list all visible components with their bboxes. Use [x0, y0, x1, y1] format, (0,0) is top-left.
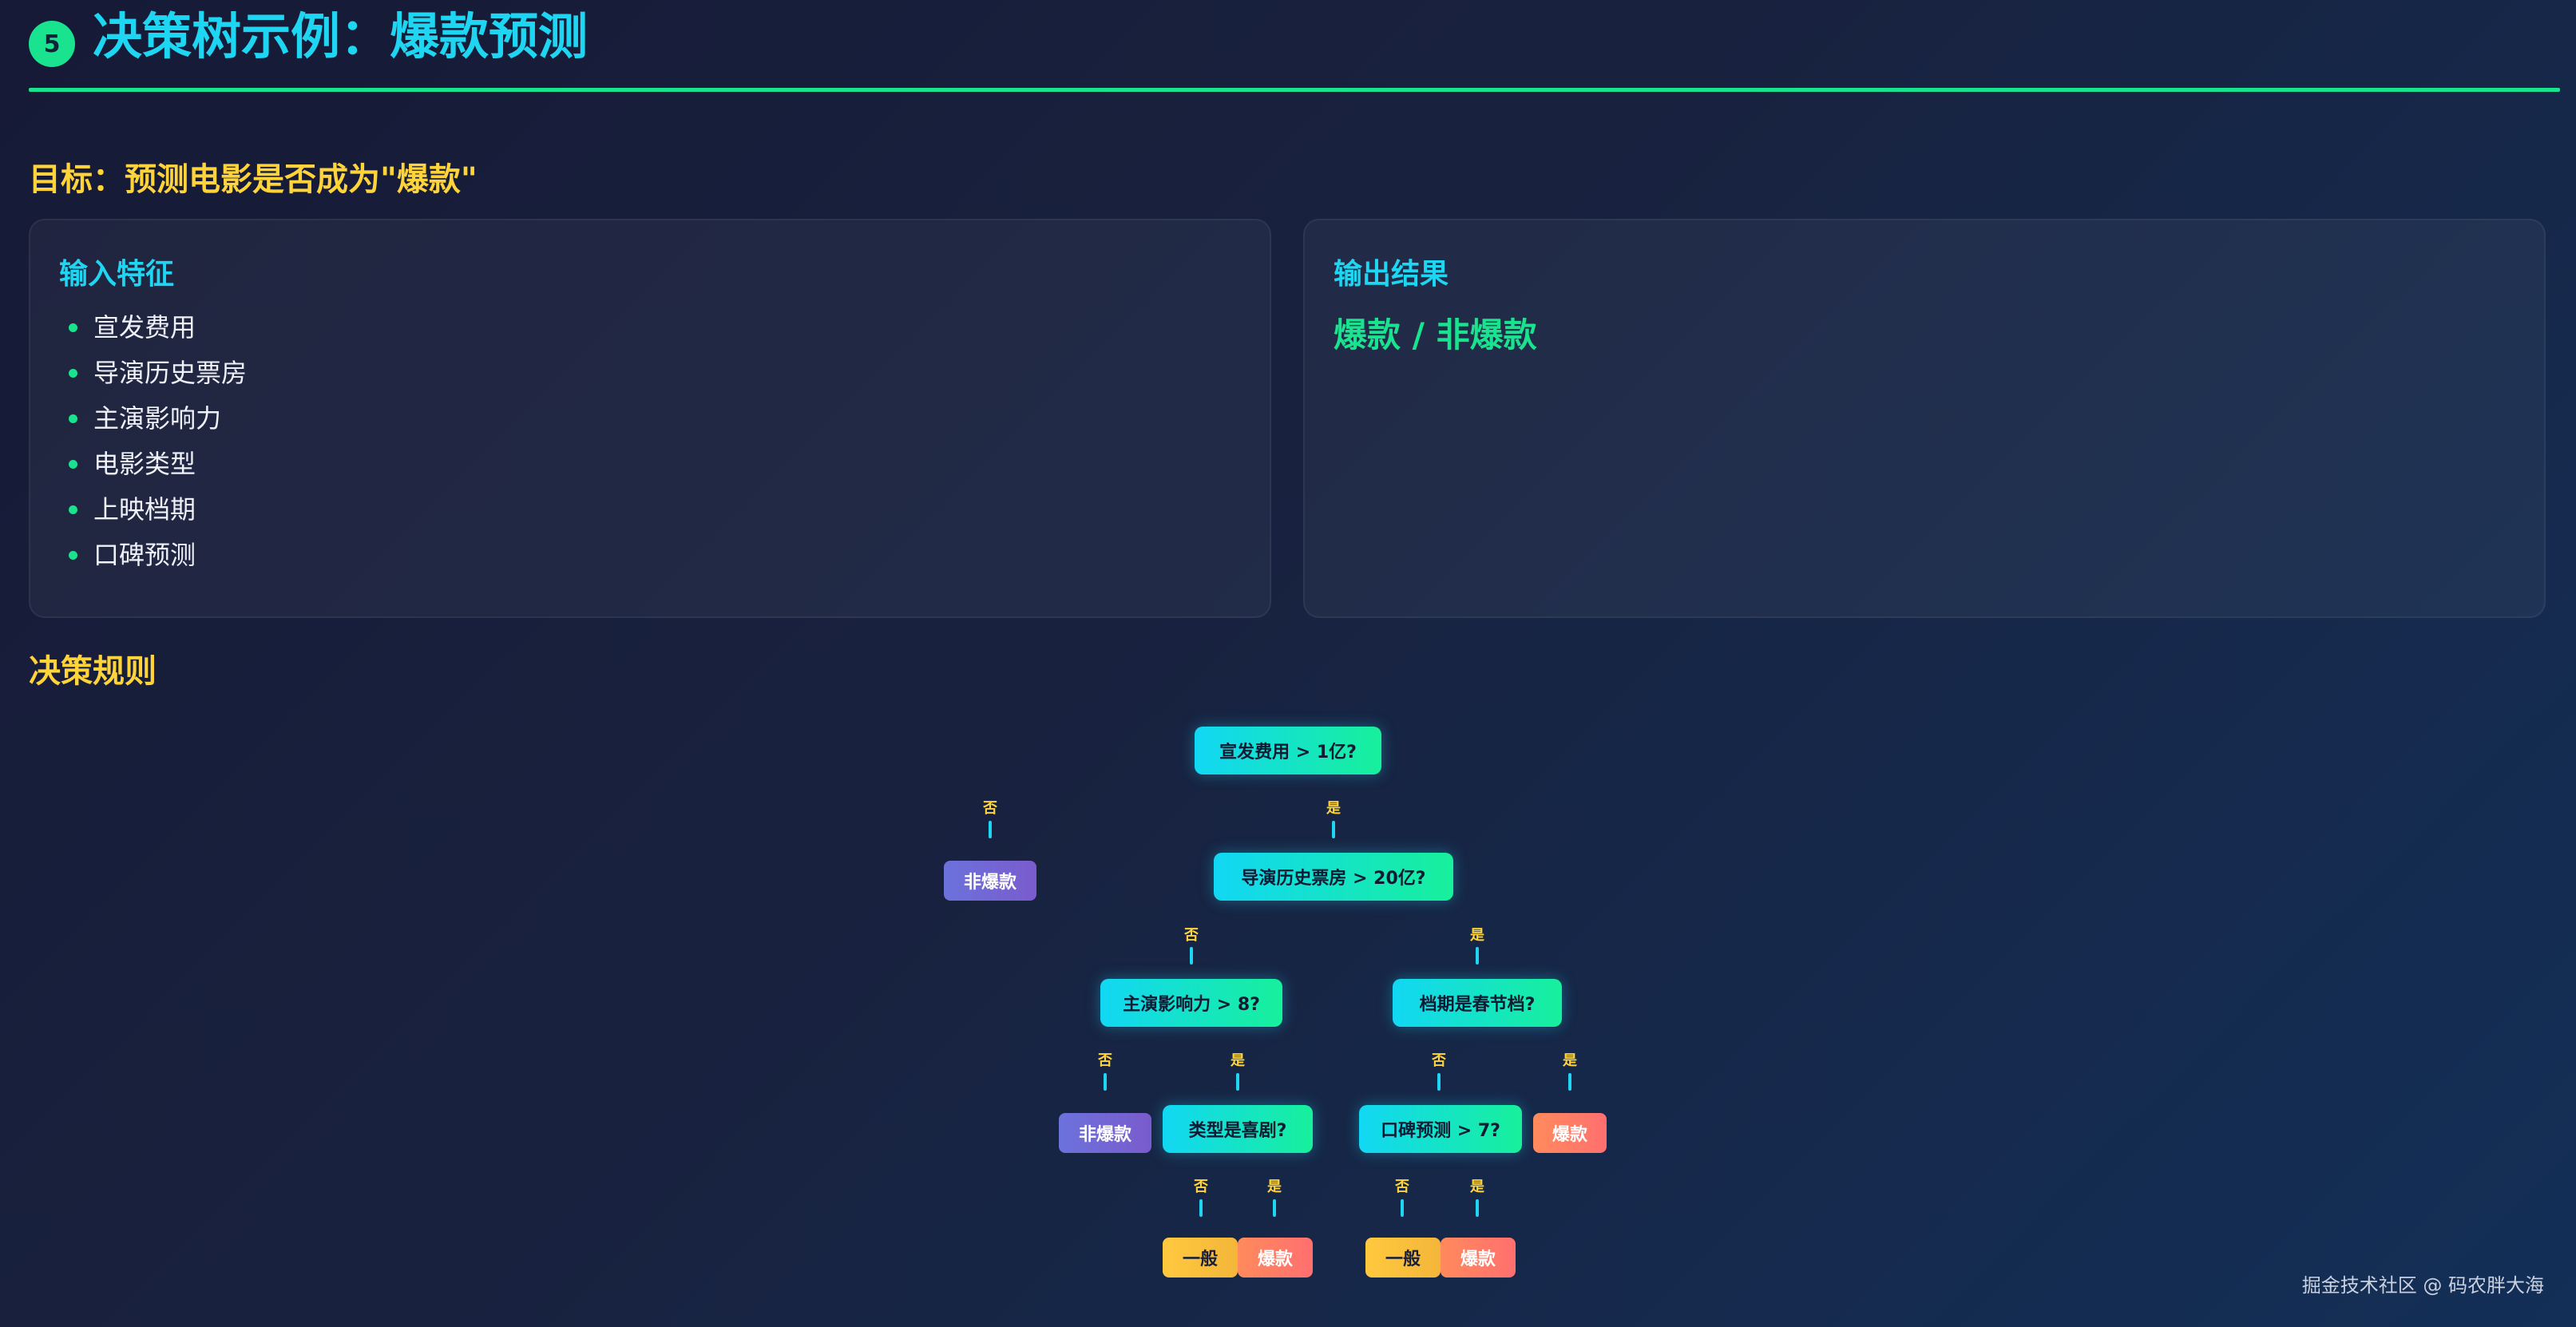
edge-connector [1437, 1073, 1441, 1091]
tree-leaf-hit: 爆款 [1238, 1238, 1313, 1277]
edge-label-yes: 是 [1231, 1052, 1245, 1069]
list-item: 导演历史票房 [59, 351, 247, 396]
bullet-icon [69, 323, 77, 332]
decision-rules-heading: 决策规则 [29, 653, 157, 690]
edge-label-no: 否 [1194, 1178, 1208, 1195]
list-item: 宣发费用 [59, 305, 247, 351]
list-item: 主演影响力 [59, 396, 247, 442]
feature-label: 宣发费用 [93, 312, 196, 343]
input-features-title: 输入特征 [59, 258, 175, 291]
edge-label-yes: 是 [1267, 1178, 1282, 1195]
edge-connector [1476, 947, 1479, 965]
edge-connector [1332, 821, 1335, 838]
list-item: 上映档期 [59, 487, 247, 533]
edge-label-no: 否 [1395, 1178, 1409, 1195]
title-divider [29, 88, 2560, 92]
feature-label: 导演历史票房 [93, 358, 248, 388]
tree-node-release-season: 档期是春节档? [1393, 979, 1562, 1027]
edge-label-no: 否 [1432, 1052, 1446, 1069]
edge-connector [1104, 1073, 1107, 1091]
edge-connector [989, 821, 992, 838]
edge-label-yes: 是 [1326, 800, 1341, 817]
bullet-icon [69, 551, 77, 560]
edge-connector [1568, 1073, 1571, 1091]
edge-connector [1476, 1199, 1479, 1217]
feature-label: 电影类型 [93, 449, 196, 479]
tree-leaf-hit: 爆款 [1441, 1238, 1516, 1277]
output-result-title: 输出结果 [1334, 258, 1449, 291]
feature-label: 口碑预测 [93, 540, 196, 570]
edge-label-no: 否 [1184, 927, 1199, 944]
edge-label-no: 否 [1098, 1052, 1112, 1069]
list-item: 电影类型 [59, 442, 247, 487]
edge-label-yes: 是 [1470, 927, 1484, 944]
bullet-icon [69, 460, 77, 469]
footer-watermark: 掘金技术社区 @ 码农胖大海 [2301, 1274, 2544, 1297]
tree-leaf-not-hit: 非爆款 [944, 861, 1036, 901]
edge-connector [1401, 1199, 1404, 1217]
tree-leaf-average: 一般 [1365, 1238, 1441, 1277]
bullet-icon [69, 369, 77, 378]
bullet-icon [69, 505, 77, 514]
tree-node-star-influence: 主演影响力 > 8? [1100, 979, 1282, 1027]
section-number-badge: 5 [29, 21, 75, 67]
edge-connector [1190, 947, 1193, 965]
feature-label: 上映档期 [93, 494, 196, 525]
edge-connector [1199, 1199, 1203, 1217]
tree-leaf-not-hit: 非爆款 [1059, 1113, 1151, 1153]
page-title: 决策树示例：爆款预测 [93, 7, 589, 65]
input-features-card: 输入特征 宣发费用 导演历史票房 主演影响力 电影类型 上映档期 口碑预测 [29, 219, 1271, 618]
tree-node-genre-comedy: 类型是喜剧? [1163, 1105, 1313, 1153]
edge-label-no: 否 [983, 800, 997, 817]
edge-connector [1236, 1073, 1239, 1091]
output-result-card: 输出结果 爆款 / 非爆款 [1303, 219, 2546, 618]
tree-leaf-average: 一般 [1163, 1238, 1238, 1277]
list-item: 口碑预测 [59, 533, 247, 578]
goal-heading: 目标：预测电影是否成为"爆款" [29, 161, 478, 198]
tree-leaf-hit: 爆款 [1533, 1113, 1607, 1153]
edge-label-yes: 是 [1563, 1052, 1577, 1069]
feature-label: 主演影响力 [93, 403, 222, 434]
feature-list: 宣发费用 导演历史票房 主演影响力 电影类型 上映档期 口碑预测 [59, 305, 247, 578]
edge-label-yes: 是 [1470, 1178, 1484, 1195]
tree-node-word-of-mouth: 口碑预测 > 7? [1359, 1105, 1522, 1153]
bullet-icon [69, 414, 77, 423]
tree-node-director-box-office: 导演历史票房 > 20亿? [1214, 853, 1453, 901]
tree-node-root: 宣发费用 > 1亿? [1195, 727, 1381, 774]
output-result-value: 爆款 / 非爆款 [1334, 315, 1537, 355]
edge-connector [1273, 1199, 1276, 1217]
header: 5 决策树示例：爆款预测 [29, 6, 588, 67]
